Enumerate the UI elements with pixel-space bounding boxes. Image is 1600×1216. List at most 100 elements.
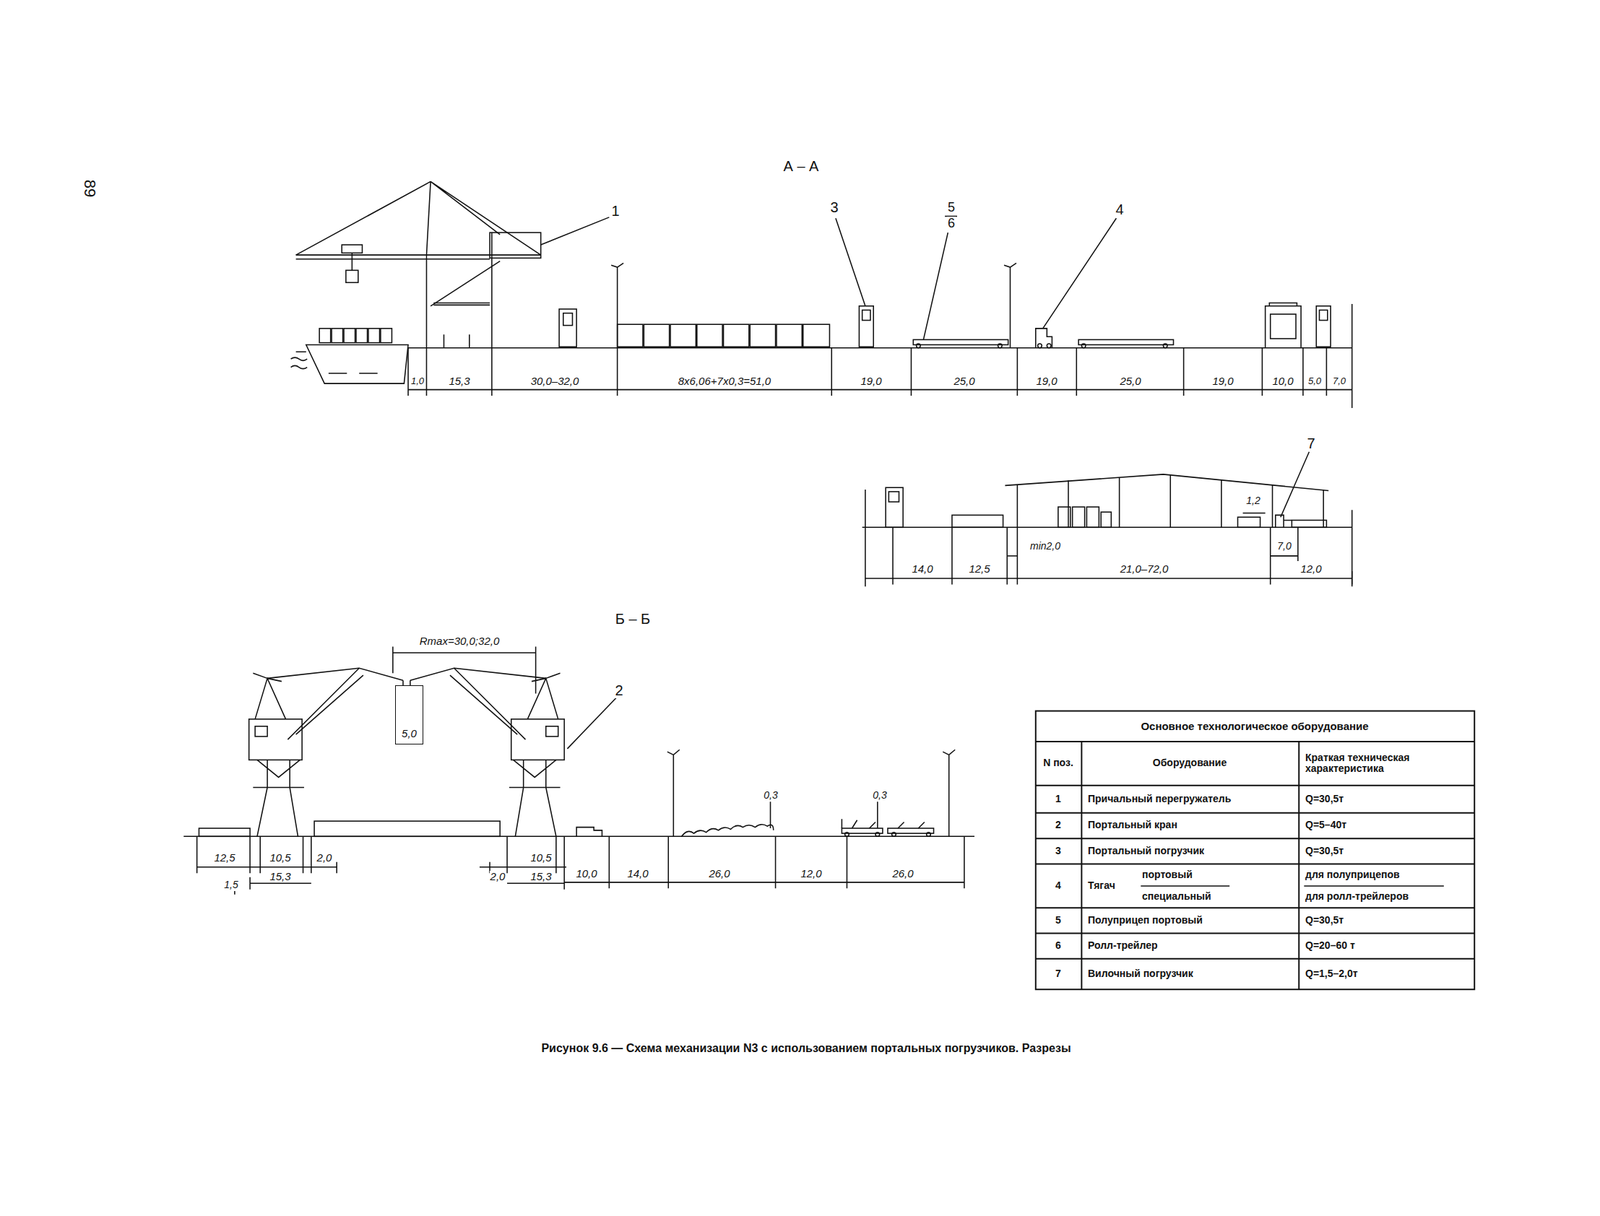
table-cell: Полуприцеп портовый bbox=[1087, 915, 1204, 927]
dimension-value: 2,0 bbox=[316, 852, 334, 865]
dimension-value: 10,5 bbox=[268, 852, 292, 865]
leader-line bbox=[567, 697, 617, 750]
dimension-value: 0,3 bbox=[871, 790, 888, 802]
table-header: N поз. bbox=[1042, 757, 1075, 769]
dimension-value: 0,3 bbox=[762, 790, 778, 802]
portal-loader-symbol bbox=[563, 313, 573, 326]
light-pole bbox=[667, 749, 955, 837]
table-cell: Тягач bbox=[1087, 880, 1117, 892]
section-a-a bbox=[291, 181, 1353, 409]
table-grid bbox=[1035, 741, 1475, 960]
trailer-symbol bbox=[1078, 339, 1174, 345]
container-row bbox=[723, 324, 750, 347]
dimension-line bbox=[770, 801, 878, 829]
leader-line bbox=[1280, 452, 1310, 518]
ship-hull bbox=[328, 372, 378, 375]
drawing-group bbox=[183, 181, 1475, 990]
truck-symbol bbox=[576, 827, 602, 838]
dimension-value: 7,0 bbox=[1332, 376, 1347, 387]
dimension-value: 2,0 bbox=[489, 871, 507, 884]
dimension-value: 5,0 bbox=[1307, 376, 1322, 387]
dimension-value: 8х6,06+7х0,3=51,0 bbox=[677, 375, 772, 388]
warehouse-building bbox=[1004, 474, 1329, 528]
light-pole bbox=[667, 749, 680, 837]
portal-loader-symbol bbox=[885, 487, 903, 528]
dimension-line bbox=[1270, 527, 1299, 562]
dimension-value: 14,0 bbox=[626, 868, 649, 881]
warehouse-building bbox=[1086, 507, 1099, 528]
trailer-symbol bbox=[1081, 343, 1086, 349]
dimension-value: 19,0 bbox=[859, 375, 882, 388]
table-cell: 5 bbox=[1054, 915, 1062, 927]
dimension-value: 21,0–72,0 bbox=[1119, 563, 1170, 576]
ground-line bbox=[183, 836, 975, 838]
truck-symbol bbox=[576, 827, 602, 838]
container-row bbox=[617, 324, 830, 347]
dimension-line bbox=[408, 348, 1353, 396]
callout-number: 7 bbox=[1306, 435, 1316, 452]
leader-line bbox=[835, 218, 866, 306]
dimension-value: 19,0 bbox=[1211, 375, 1234, 388]
dimension-line bbox=[1243, 512, 1266, 515]
table-grid bbox=[1035, 711, 1475, 991]
table-cell: 1 bbox=[1054, 793, 1062, 805]
ship-to-shore-crane bbox=[433, 303, 490, 306]
ship-to-shore-crane bbox=[341, 244, 362, 253]
portal-loader-symbol bbox=[858, 306, 874, 348]
dimension-value: 1,5 bbox=[223, 879, 239, 891]
portal-crane bbox=[410, 668, 565, 837]
table-cell: 3 bbox=[1054, 845, 1062, 857]
trailer-symbol bbox=[841, 819, 934, 837]
warehouse-building bbox=[1237, 517, 1260, 528]
table-cell: портовый bbox=[1141, 869, 1194, 881]
container-row bbox=[670, 324, 696, 347]
portal-loader-symbol bbox=[888, 491, 899, 503]
ship-hold bbox=[314, 821, 500, 837]
table-cell: для полуприцепов bbox=[1304, 869, 1401, 881]
table-grid bbox=[1140, 885, 1444, 887]
dimension-line bbox=[408, 348, 1327, 396]
dimension-value: Rmax=30,0;32,0 bbox=[418, 635, 501, 648]
table-header: Краткая техническая характеристика bbox=[1304, 752, 1473, 776]
portal-loader-symbol bbox=[1270, 314, 1296, 339]
tractor-symbol bbox=[1046, 343, 1052, 349]
light-pole bbox=[611, 262, 1017, 348]
dimension-value: 12,0 bbox=[1299, 563, 1322, 576]
trailer-symbol bbox=[926, 832, 932, 838]
dimension-value: 12,5 bbox=[967, 563, 991, 576]
trailer-symbol bbox=[913, 339, 1008, 345]
ship-to-shore-crane bbox=[346, 270, 359, 283]
forklift-symbol bbox=[1275, 515, 1293, 528]
railcar-symbol bbox=[952, 515, 1004, 528]
dimension-value: 1,2 bbox=[1245, 495, 1261, 507]
table-cell: Q=20–60 т bbox=[1304, 940, 1356, 952]
forklift-symbol bbox=[1291, 520, 1327, 528]
container-row bbox=[749, 324, 776, 347]
callout-number: 4 bbox=[1114, 201, 1124, 218]
ship-to-shore-crane bbox=[351, 252, 354, 271]
trailer-symbol bbox=[1162, 343, 1168, 349]
dimension-value: 1,0 bbox=[410, 376, 425, 387]
portal-loader-symbol bbox=[885, 487, 903, 528]
ship-to-shore-crane bbox=[426, 232, 492, 349]
table-cell: 2 bbox=[1054, 819, 1062, 831]
page-number: 89 bbox=[80, 179, 99, 198]
light-pole bbox=[942, 749, 955, 837]
dimension-line bbox=[479, 836, 567, 884]
ship-container bbox=[368, 328, 380, 344]
dimension-line bbox=[408, 389, 1353, 391]
trailer-symbol bbox=[916, 343, 921, 349]
load-container: 5,0 bbox=[395, 685, 424, 745]
table-cell: Q=30,5т bbox=[1304, 845, 1345, 857]
section-title: А – А bbox=[783, 158, 820, 175]
trailer-symbol bbox=[998, 343, 1003, 349]
ship-container bbox=[331, 328, 344, 344]
dimension-line bbox=[197, 836, 965, 895]
table-cell: 7 bbox=[1054, 968, 1062, 980]
ship-to-shore-crane bbox=[296, 181, 542, 348]
table-cell: Q=30,5т bbox=[1304, 793, 1345, 805]
dimension-value: 14,0 bbox=[910, 563, 934, 576]
dimension-value: 25,0 bbox=[952, 375, 976, 388]
tractor-symbol bbox=[1035, 328, 1053, 349]
table-grid bbox=[1081, 741, 1299, 990]
